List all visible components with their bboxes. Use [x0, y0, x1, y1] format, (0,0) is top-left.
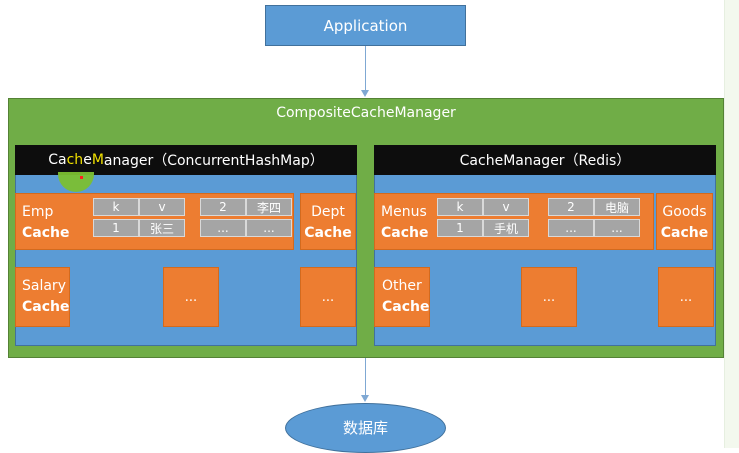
title-highlight: ch — [66, 152, 84, 168]
emp-table-cell: k — [93, 198, 139, 216]
more-cache-box: ... — [300, 267, 356, 327]
menus-table-cell: ... — [548, 219, 594, 237]
salary-cache-box: Salary Cache — [15, 267, 70, 327]
pointer-dot — [80, 176, 83, 179]
menus-cache-line1: Menus — [381, 204, 427, 220]
emp-cache-line2: Cache — [22, 225, 70, 241]
other-cache-line2: Cache — [382, 299, 430, 315]
connector-app-to-composite — [365, 46, 366, 91]
emp-table-cell: 张三 — [139, 219, 185, 237]
database-node: 数据库 — [285, 403, 446, 453]
arrowhead-down — [361, 395, 369, 402]
goods-cache-box: Goods Cache — [656, 193, 713, 250]
emp-table-cell: 李四 — [246, 198, 292, 216]
arrowhead-down — [361, 90, 369, 97]
emp-cache-line1: Emp — [22, 204, 54, 220]
window-edge-strip — [724, 0, 739, 448]
menus-table-cell: 2 — [548, 198, 594, 216]
connector-composite-to-database — [365, 358, 366, 396]
dept-cache-box: Dept Cache — [300, 193, 356, 250]
application-box: Application — [265, 5, 466, 46]
menus-table-cell: 电脑 — [594, 198, 640, 216]
emp-table-cell: v — [139, 198, 185, 216]
more-cache-box: ... — [658, 267, 714, 327]
emp-table-cell: ... — [246, 219, 292, 237]
emp-table-cell: 1 — [93, 219, 139, 237]
goods-cache-line1: Goods — [662, 204, 707, 220]
salary-cache-line2: Cache — [22, 299, 70, 315]
menus-table-cell: k — [437, 198, 483, 216]
emp-table-cell: ... — [200, 219, 246, 237]
title-highlight: M — [91, 152, 104, 168]
other-cache-box: Other Cache — [374, 267, 430, 327]
title-part: Ca — [48, 152, 67, 168]
dept-cache-line2: Cache — [304, 225, 352, 241]
goods-cache-line2: Cache — [660, 225, 709, 241]
menus-table-cell: 手机 — [483, 219, 529, 237]
other-cache-line1: Other — [382, 278, 422, 294]
menus-table-cell: 1 — [437, 219, 483, 237]
dept-cache-line1: Dept — [311, 204, 345, 220]
more-cache-box: ... — [521, 267, 577, 327]
menus-cache-label: Menus Cache — [381, 202, 428, 244]
more-cache-box: ... — [163, 267, 219, 327]
composite-title: CompositeCacheManager — [276, 105, 456, 121]
redis-manager-title: CacheManager（Redis） — [374, 145, 716, 175]
emp-table-cell: 2 — [200, 198, 246, 216]
menus-cache-line2: Cache — [381, 225, 429, 241]
menus-table-cell: v — [483, 198, 529, 216]
title-part: e — [83, 152, 92, 168]
menus-table-cell: ... — [594, 219, 640, 237]
emp-cache-label: Emp Cache — [22, 202, 69, 244]
salary-cache-line1: Salary — [22, 278, 66, 294]
pointer-highlight — [58, 172, 94, 192]
title-part: anager（ConcurrentHashMap） — [103, 153, 324, 169]
